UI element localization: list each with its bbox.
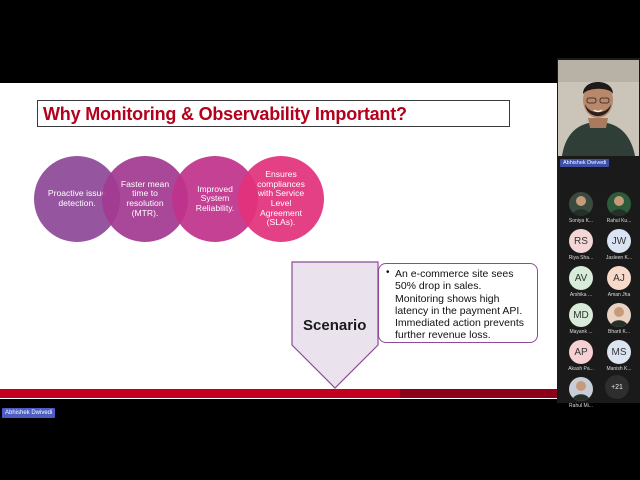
participant-avatar: AV (569, 266, 593, 290)
participant-name: Manish K... (606, 366, 632, 372)
participant-name: Riya Sha... (568, 255, 594, 261)
participant-avatar: RS (569, 229, 593, 253)
participant-avatar: MS (607, 340, 631, 364)
participant-avatar: MD (569, 303, 593, 327)
bullet-point: • (386, 267, 390, 278)
scenario-text: An e-commerce site sees 50% drop in sale… (395, 268, 524, 342)
benefit-circle-sla: Ensures compliances with Service Level A… (238, 156, 324, 242)
participant-tile[interactable]: MD Mayank ... (562, 303, 600, 339)
participant-tile[interactable]: MS Manish K... (600, 340, 638, 376)
participant-name: Rahul Ku... (606, 218, 632, 224)
participant-name: Akash Pa... (568, 366, 594, 372)
slide-bottom-bar (0, 389, 557, 398)
participant-tile[interactable]: AJ Aman Jha (600, 266, 638, 302)
participant-avatar (569, 192, 593, 216)
participant-avatar: AP (569, 340, 593, 364)
participant-avatar: AJ (607, 266, 631, 290)
presentation-slide: Why Monitoring & Observability Important… (0, 83, 557, 399)
participant-tile[interactable]: Rahul Mi... (562, 377, 600, 413)
participant-name: Jasleen K... (605, 255, 633, 261)
slide-title-box: Why Monitoring & Observability Important… (37, 100, 510, 127)
participant-tile[interactable]: RS Riya Sha... (562, 229, 600, 265)
benefit-circles: Proactive issue detection. Faster mean t… (0, 83, 557, 399)
participant-tile[interactable]: Soniya K... (562, 192, 600, 228)
participant-name: Arshika ... (569, 292, 593, 298)
scenario-description-box: • An e-commerce site sees 50% drop in sa… (378, 263, 538, 343)
participant-avatar (607, 192, 631, 216)
speaker-video[interactable] (558, 60, 639, 156)
participant-name: Aman Jha (607, 292, 631, 298)
participant-name: Mayank ... (569, 329, 593, 335)
speaker-video-image (558, 60, 639, 156)
more-participants-button[interactable]: +21 (605, 375, 629, 399)
participant-tile[interactable]: Rahul Ku... (600, 192, 638, 228)
presenter-name-tag: Abhishek Dwivedi (2, 408, 56, 418)
participant-name: Bharti K... (608, 329, 630, 335)
participant-name: Rahul Mi... (569, 403, 593, 409)
participant-avatar: JW (607, 229, 631, 253)
participant-avatar (607, 303, 631, 327)
participant-tile[interactable]: AP Akash Pa... (562, 340, 600, 376)
participant-tile[interactable]: JW Jasleen K... (600, 229, 638, 265)
participant-tile[interactable]: AV Arshika ... (562, 266, 600, 302)
participant-avatar (569, 377, 593, 401)
slide-bottom-bar-accent (400, 389, 557, 398)
scenario-chevron-shape (291, 261, 379, 389)
participant-tile[interactable]: Bharti K... (600, 303, 638, 339)
scenario-label: Scenario (303, 317, 367, 334)
slide-title: Why Monitoring & Observability Important… (43, 104, 407, 124)
participant-name: Soniya K... (568, 218, 594, 224)
speaker-name-tag: Abhishek Dwivedi (560, 159, 610, 167)
